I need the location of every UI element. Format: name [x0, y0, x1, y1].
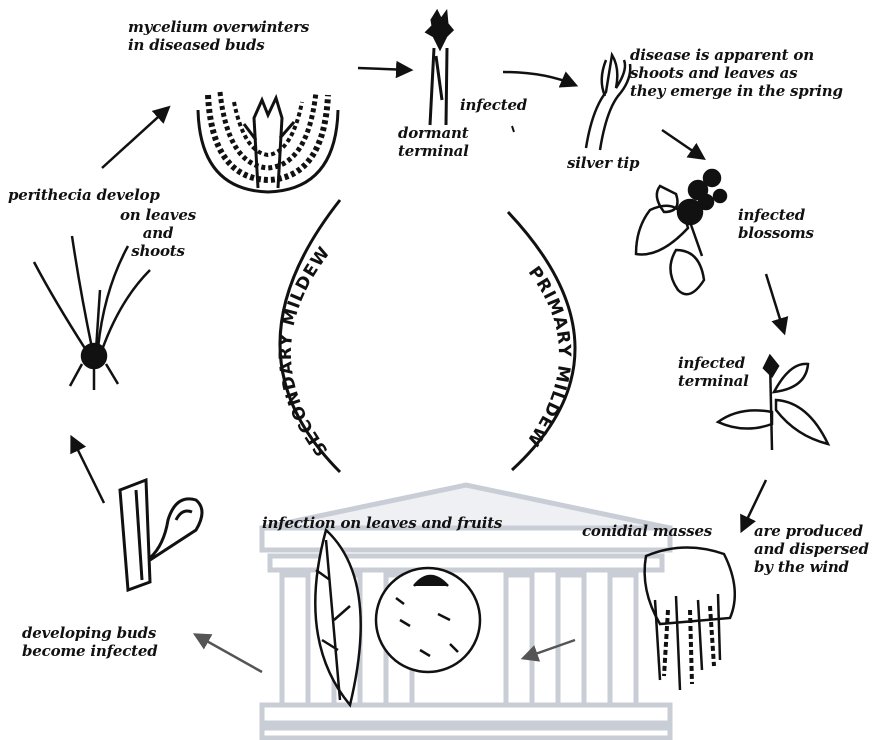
label-mycelium-overwinters: mycelium overwinters in diseased buds	[128, 18, 309, 54]
label-disease-apparent: disease is apparent on shoots and leaves…	[630, 46, 843, 100]
label-infected-stem: infected	[460, 96, 527, 114]
silver-tip-shoot-illustration	[586, 55, 630, 150]
label-infected-terminal: infected terminal	[678, 354, 749, 390]
arrow-to-emerging-shoots	[503, 72, 575, 85]
primary-mildew-label: PRIMARY MILDEW	[522, 263, 574, 450]
arrow-to-dormant-terminal	[358, 68, 410, 70]
label-infected-blossoms: infected blossoms	[738, 206, 814, 242]
label-infection-on-leaves-and-fruits: infection on leaves and fruits	[262, 514, 502, 532]
fruit-infection-illustration	[376, 568, 480, 672]
arrow-to-infected-blossoms	[662, 130, 703, 158]
primary-mildew-arc: PRIMARY MILDEW	[508, 212, 575, 470]
arrow-to-perithecia	[72, 438, 104, 503]
developing-bud-illustration	[120, 480, 202, 590]
label-developing-buds: developing buds become infected	[22, 624, 158, 660]
label-dormant-terminal: dormant terminal	[398, 124, 469, 160]
dormant-terminal-illustration	[427, 12, 452, 125]
secondary-mildew-arc: SECONDARY MILDEW	[276, 200, 340, 472]
diseased-bud-illustration	[198, 92, 338, 192]
label-on-leaves-and-shoots: on leaves and shoots	[120, 206, 196, 260]
label-silver-tip: silver tip	[567, 154, 639, 172]
label-perithecia-develop: perithecia develop	[8, 186, 160, 204]
infected-blossoms-illustration	[636, 170, 726, 294]
secondary-mildew-label: SECONDARY MILDEW	[276, 243, 335, 460]
label-produced-and-dispersed: are produced and dispersed by the wind	[754, 522, 869, 576]
arrow-to-developing-buds	[196, 635, 262, 672]
decorative-tick	[512, 126, 514, 132]
arrow-to-infected-terminal	[766, 274, 784, 332]
label-conidial-masses: conidial masses	[582, 522, 712, 540]
arrow-to-diseased-buds	[102, 108, 168, 168]
